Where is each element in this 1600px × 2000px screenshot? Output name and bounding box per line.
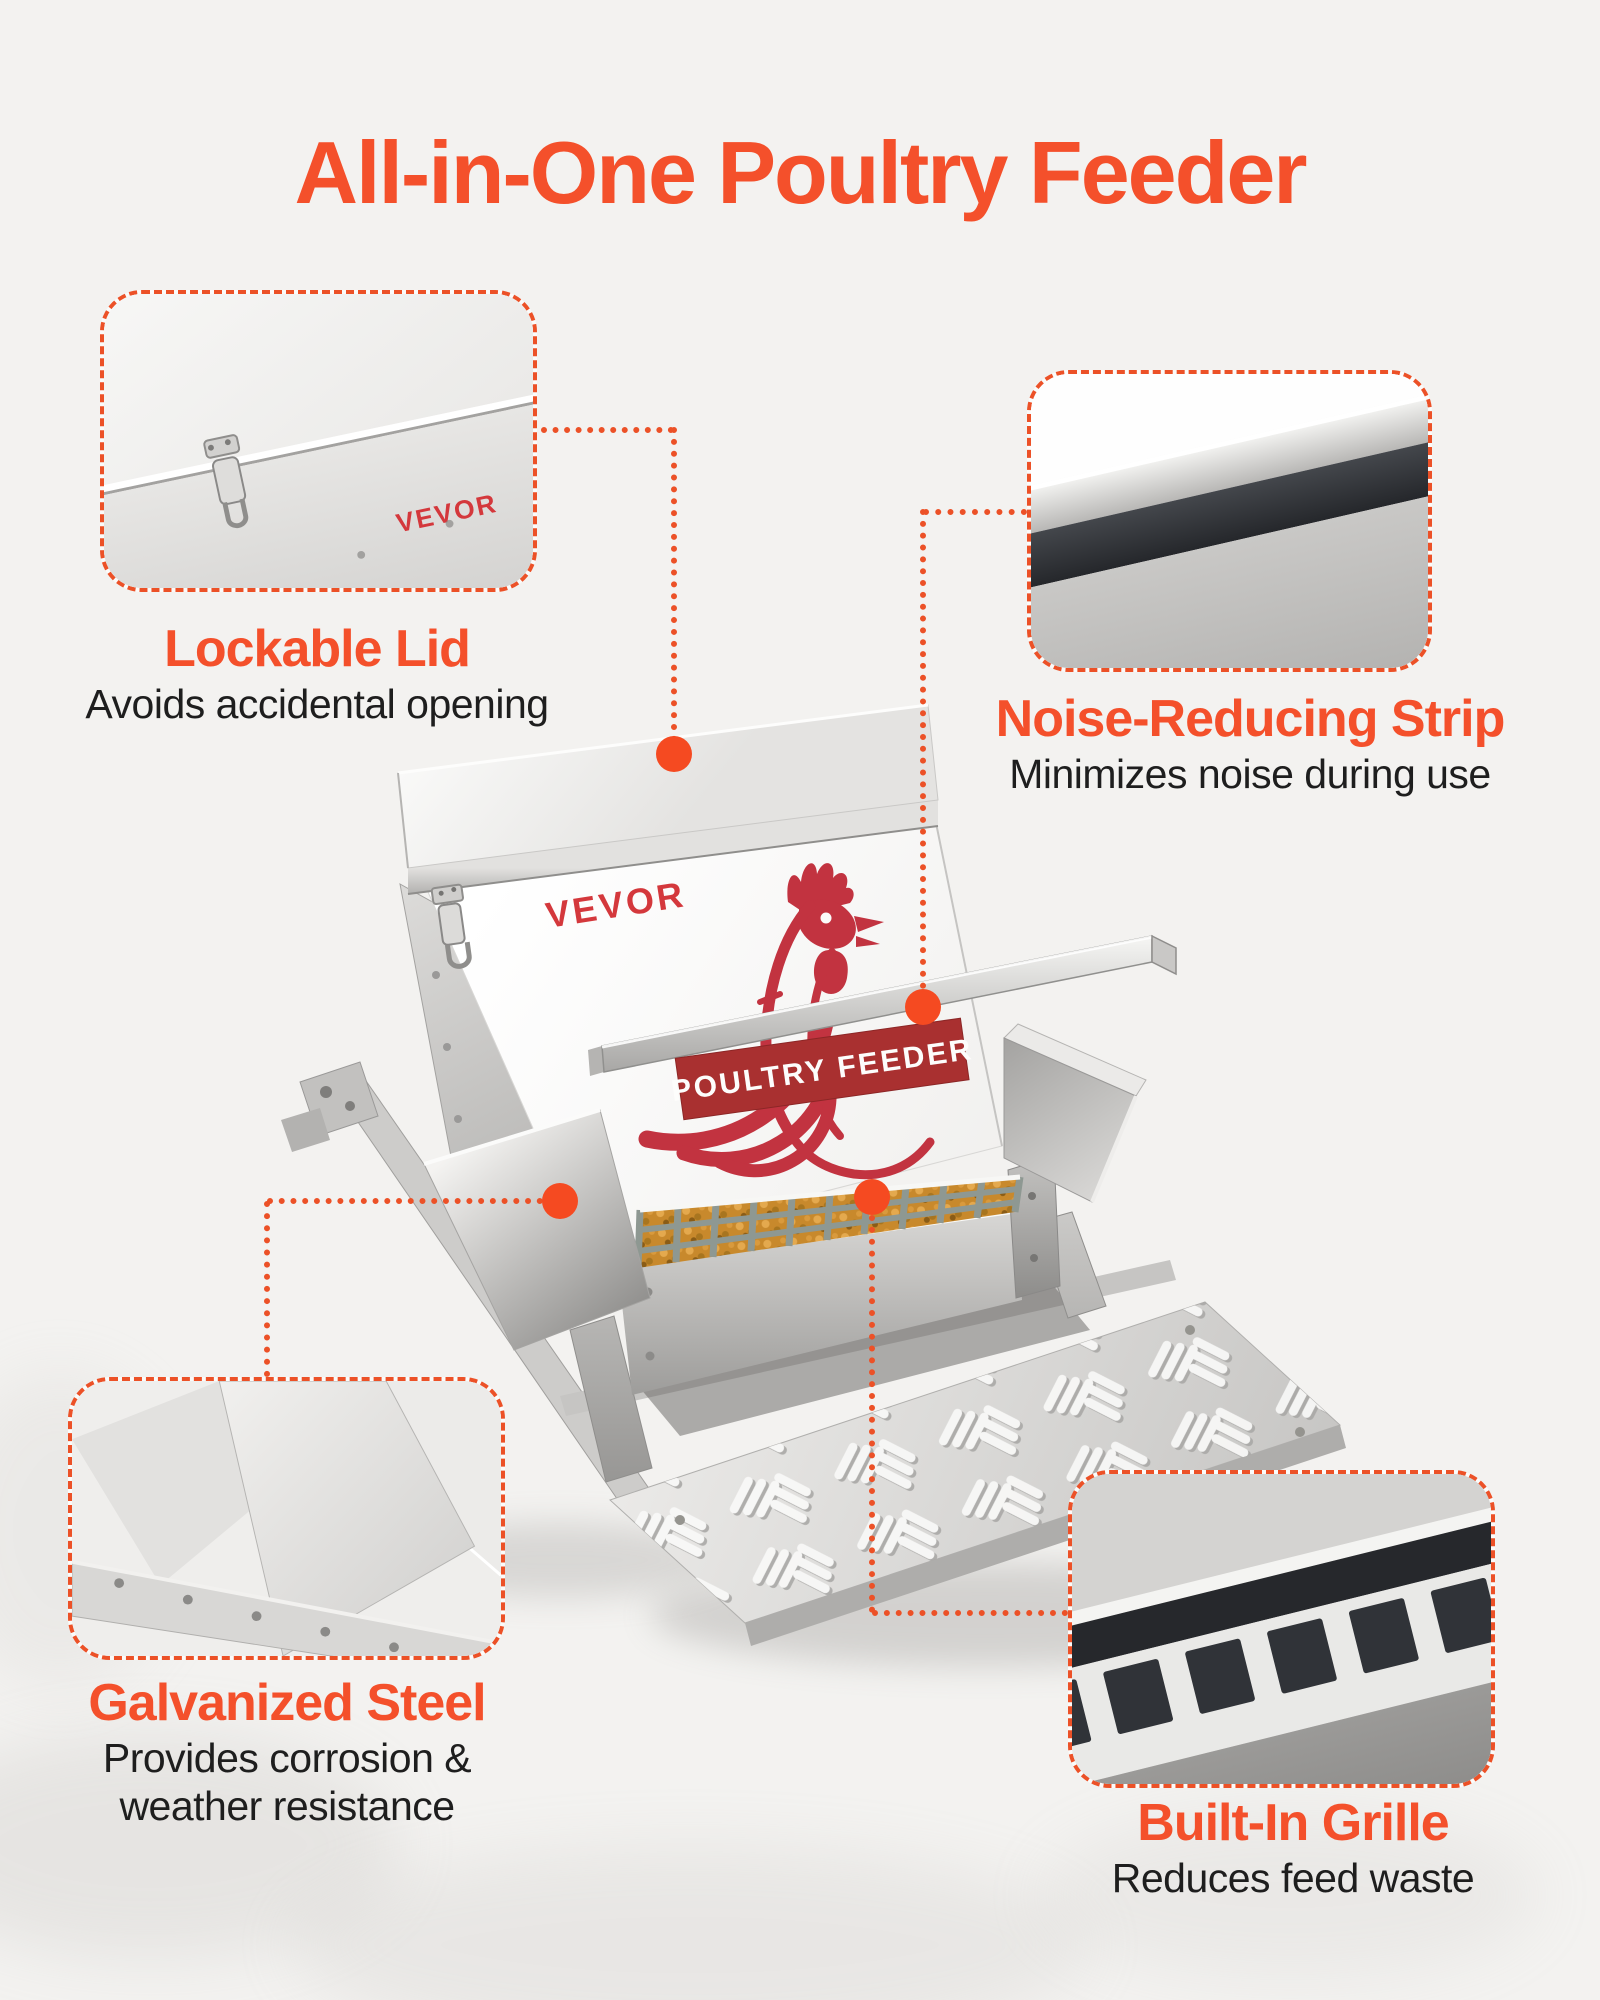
built-in-grille-photo xyxy=(1072,1474,1491,1784)
callout-subtitle: Minimizes noise during use xyxy=(1009,751,1491,798)
callout-subtitle: Reduces feed waste xyxy=(1111,1855,1475,1902)
photo-divider-plate xyxy=(218,1381,476,1656)
connector-line xyxy=(264,1201,270,1377)
noise-strip-dark-band xyxy=(1031,415,1428,603)
connector-dot xyxy=(656,736,692,772)
connector-dot xyxy=(542,1183,578,1219)
callout-text-galvanized-steel: Galvanized Steel Provides corrosion & we… xyxy=(37,1672,537,1830)
callout-subtitle: Avoids accidental opening xyxy=(85,681,549,728)
callout-title: Galvanized Steel xyxy=(88,1674,486,1732)
photo-latch xyxy=(203,434,249,529)
callout-text-noise-strip: Noise-Reducing Strip Minimizes noise dur… xyxy=(990,688,1510,799)
connector-dot xyxy=(905,989,941,1025)
page-title: All-in-One Poultry Feeder xyxy=(294,123,1307,222)
connector-line xyxy=(869,1215,875,1613)
connector-line xyxy=(541,427,674,433)
lid-latch xyxy=(430,883,472,969)
trough-front xyxy=(618,1212,1022,1395)
connector-line xyxy=(267,1198,543,1204)
side-wings xyxy=(423,1023,1147,1351)
callout-title: Lockable Lid xyxy=(164,620,471,678)
connector-line xyxy=(920,509,926,989)
connector-line xyxy=(872,1610,1068,1616)
callout-subtitle: Provides corrosion & xyxy=(102,1735,472,1782)
callout-title: Noise-Reducing Strip xyxy=(995,690,1506,748)
callout-title: Built-In Grille xyxy=(1137,1794,1449,1852)
callout-subtitle: weather resistance xyxy=(119,1782,455,1829)
callout-text-built-in-grille: Built-In Grille Reduces feed waste xyxy=(1043,1792,1543,1903)
trough-rail xyxy=(588,934,1177,1076)
callout-photo-built-in-grille xyxy=(1068,1470,1495,1788)
lockable-lid-photo: VEVOR xyxy=(104,294,533,588)
left-leg xyxy=(569,1315,653,1483)
galvanized-steel-photo xyxy=(72,1381,501,1656)
callout-photo-galvanized-steel xyxy=(68,1377,505,1660)
connector-line xyxy=(923,509,1027,515)
callout-photo-noise-strip xyxy=(1027,370,1432,672)
callout-photo-lockable-lid: VEVOR xyxy=(100,290,537,592)
feed-trough xyxy=(617,1155,1061,1395)
connector-line xyxy=(671,427,677,754)
connector-dot xyxy=(854,1179,890,1215)
callout-text-lockable-lid: Lockable Lid Avoids accidental opening xyxy=(57,618,577,729)
trough-underside-shadow xyxy=(640,1284,1090,1436)
lid-skirt xyxy=(408,800,938,894)
poultry-feeder-label: POULTRY FEEDER xyxy=(669,1017,975,1121)
noise-strip-photo xyxy=(1031,374,1428,668)
